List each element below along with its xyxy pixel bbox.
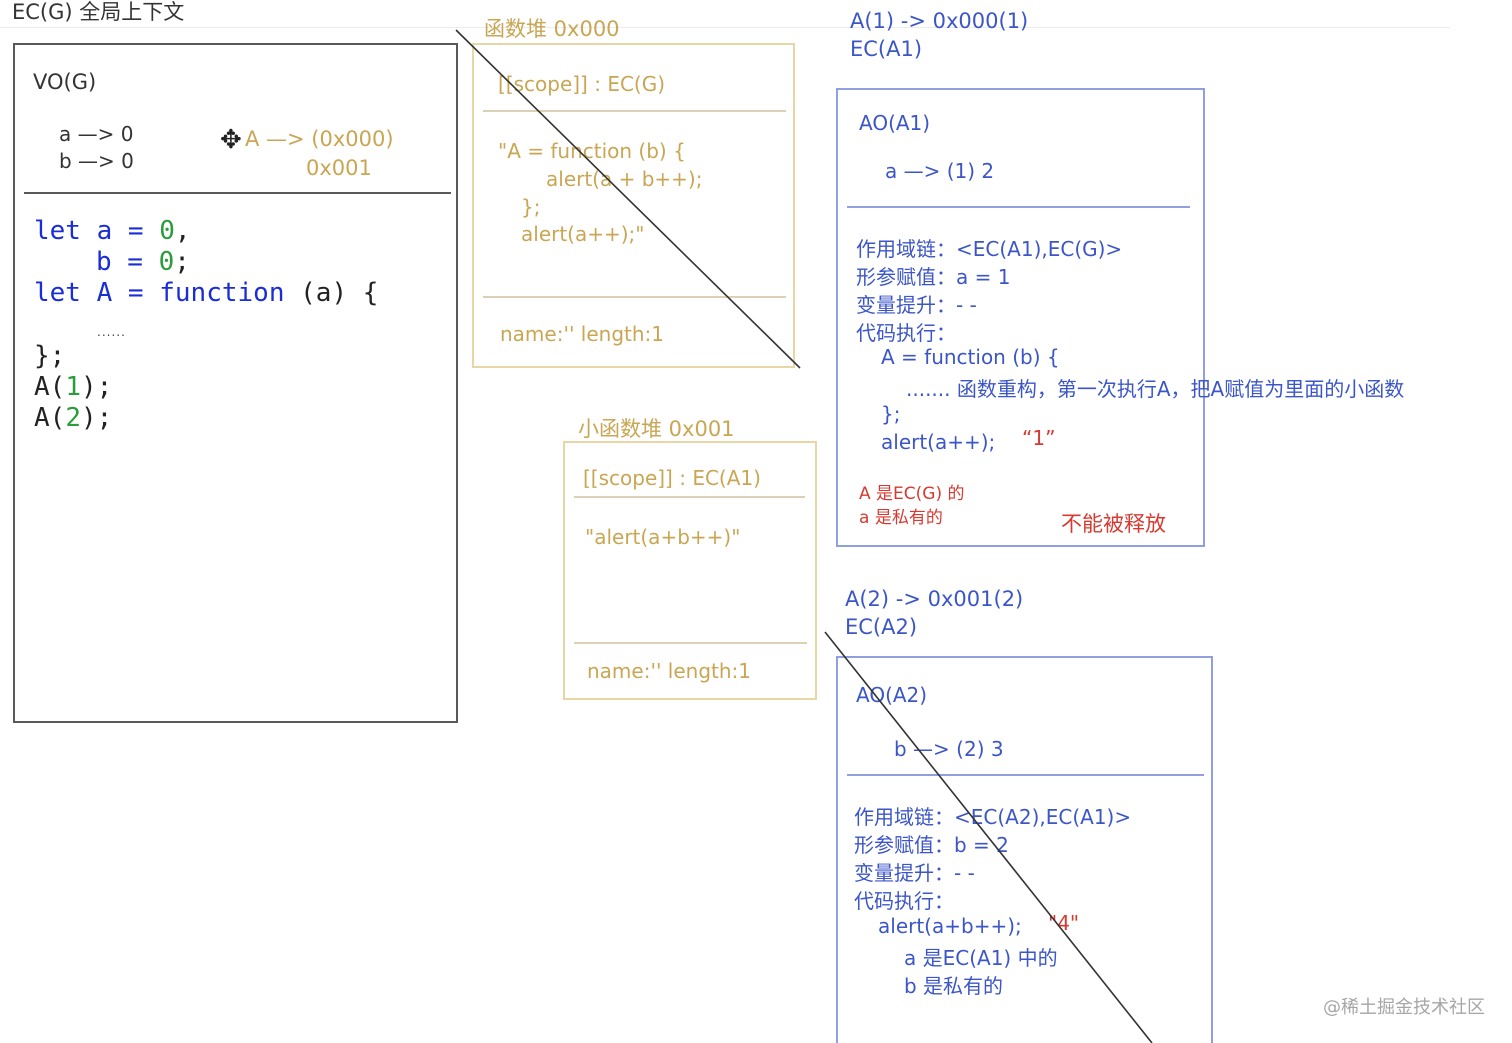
ao-a1-var: a —> (1) 2 <box>885 159 995 183</box>
heap1-box: [[scope]] : EC(G) "A = function (b) { al… <box>472 43 795 368</box>
ao-a1-code-line-2: ....... 函数重构，第一次执行A，把A赋值为里面的小函数 <box>906 377 1405 401</box>
ao-a1-code-line-4: alert(a++); <box>881 430 996 454</box>
ao-a2-code-line-1: alert(a+b++); <box>878 914 1022 938</box>
page-title: EC(G) 全局上下文 <box>12 0 185 24</box>
heap1-divider-top <box>483 110 786 112</box>
ao-a1-title: AO(A1) <box>859 111 931 135</box>
ao-a1-hoist: 变量提升：- - <box>856 293 977 317</box>
ao-a2-scope-chain: 作用域链：<EC(A2),EC(A1)> <box>854 805 1132 829</box>
code-ellipsis: ...... <box>97 325 126 339</box>
a2-call-label: A(2) -> 0x001(2) <box>845 587 1024 611</box>
ao-a2-var: b —> (2) 3 <box>894 737 1004 761</box>
ao-a2-exec: 代码执行： <box>854 889 954 913</box>
vo-var-A-new-address: 0x001 <box>306 156 372 180</box>
code-text: ; <box>174 247 190 277</box>
code-text: ); <box>80 372 113 402</box>
ao-a1-code-line-3: }; <box>881 402 901 426</box>
code-line-7: A(2); <box>34 403 112 433</box>
ao-a1-params: 形参赋值：a = 1 <box>856 265 1011 289</box>
heap2-divider-bottom <box>574 642 807 644</box>
code-number: 2 <box>65 403 81 433</box>
code-line-6: A(1); <box>34 372 112 402</box>
ao-a1-exec: 代码执行： <box>856 321 956 345</box>
ao-a2-title: AO(A2) <box>856 683 928 707</box>
heap1-code-line-2: alert(a + b++); <box>546 167 703 191</box>
vo-divider <box>24 192 451 194</box>
global-context-box: VO(G) a —> 0 b —> 0 ✥ A —> (0x000) 0x001… <box>13 43 458 723</box>
ao-a1-output: “1” <box>1022 426 1056 450</box>
code-keyword: let <box>34 216 81 246</box>
heap1-divider-bottom <box>483 296 786 298</box>
code-line-1: let a = 0, <box>34 216 191 246</box>
ao-a2-hoist: 变量提升：- - <box>854 861 975 885</box>
vo-var-a: a —> 0 <box>59 122 134 146</box>
heap2-title: 小函数堆 0x001 <box>578 417 735 441</box>
heap1-title: 函数堆 0x000 <box>484 17 620 41</box>
ao-a1-code-line-1: A = function (b) { <box>881 345 1060 369</box>
code-line-5: }; <box>34 341 66 371</box>
code-text: A = <box>80 278 160 308</box>
a1-call-label: A(1) -> 0x000(1) <box>850 9 1029 33</box>
ao-a2-output: "4" <box>1048 911 1080 935</box>
heap2-scope: [[scope]] : EC(A1) <box>583 466 761 490</box>
code-keyword: function <box>159 278 285 308</box>
code-text: (a) { <box>284 278 379 308</box>
heap2-divider-top <box>574 496 805 498</box>
heap1-scope: [[scope]] : EC(G) <box>498 72 666 96</box>
code-line-3: let A = function (a) { <box>34 278 378 308</box>
ao-a1-note-2: a 是私有的 <box>859 508 943 528</box>
ao-a2-note-2: b 是私有的 <box>904 974 1004 998</box>
header-divider <box>0 27 1450 28</box>
a1-ec-label: EC(A1) <box>850 37 923 61</box>
code-line-2: b = 0; <box>96 247 190 277</box>
vo-title: VO(G) <box>33 70 97 94</box>
code-text: ); <box>80 403 113 433</box>
move-cursor-icon: ✥ <box>220 125 242 155</box>
ao-a2-box: AO(A2) b —> (2) 3 作用域链：<EC(A2),EC(A1)> 形… <box>836 656 1213 1043</box>
ao-a1-note-3: 不能被释放 <box>1061 512 1166 536</box>
ao-a2-params: 形参赋值：b = 2 <box>854 833 1009 857</box>
code-number: 0 <box>159 216 175 246</box>
code-number: 1 <box>65 372 81 402</box>
code-text: A( <box>34 372 66 402</box>
ao-a1-note-1: A 是EC(G) 的 <box>859 484 965 504</box>
vo-var-A-annotation: A —> (0x000) <box>245 127 394 151</box>
code-text: a = <box>80 216 160 246</box>
heap1-meta: name:'' length:1 <box>500 322 665 346</box>
code-text: , <box>174 216 191 246</box>
ao-a1-divider <box>847 206 1190 208</box>
a2-ec-label: EC(A2) <box>845 615 918 639</box>
heap2-box: [[scope]] : EC(A1) "alert(a+b++)" name:'… <box>563 441 817 700</box>
watermark: @稀土掘金技术社区 <box>1323 997 1485 1018</box>
vo-var-b: b —> 0 <box>59 149 134 173</box>
code-text: b = <box>96 247 159 277</box>
heap1-code-line-4: alert(a++);" <box>521 222 645 246</box>
ao-a2-divider <box>847 774 1204 776</box>
heap1-code-line-3: }; <box>521 195 541 219</box>
ao-a1-box: AO(A1) a —> (1) 2 作用域链：<EC(A1),EC(G)> 形参… <box>836 88 1404 547</box>
heap2-code: "alert(a+b++)" <box>585 525 741 549</box>
ao-a2-note-1: a 是EC(A1) 中的 <box>904 946 1058 970</box>
ao-a1-scope-chain: 作用域链：<EC(A1),EC(G)> <box>856 237 1123 261</box>
code-text: A( <box>34 403 66 433</box>
code-keyword: let <box>34 278 81 308</box>
code-number: 0 <box>158 247 175 277</box>
heap2-meta: name:'' length:1 <box>587 659 752 683</box>
heap1-code-line-1: "A = function (b) { <box>498 139 686 163</box>
